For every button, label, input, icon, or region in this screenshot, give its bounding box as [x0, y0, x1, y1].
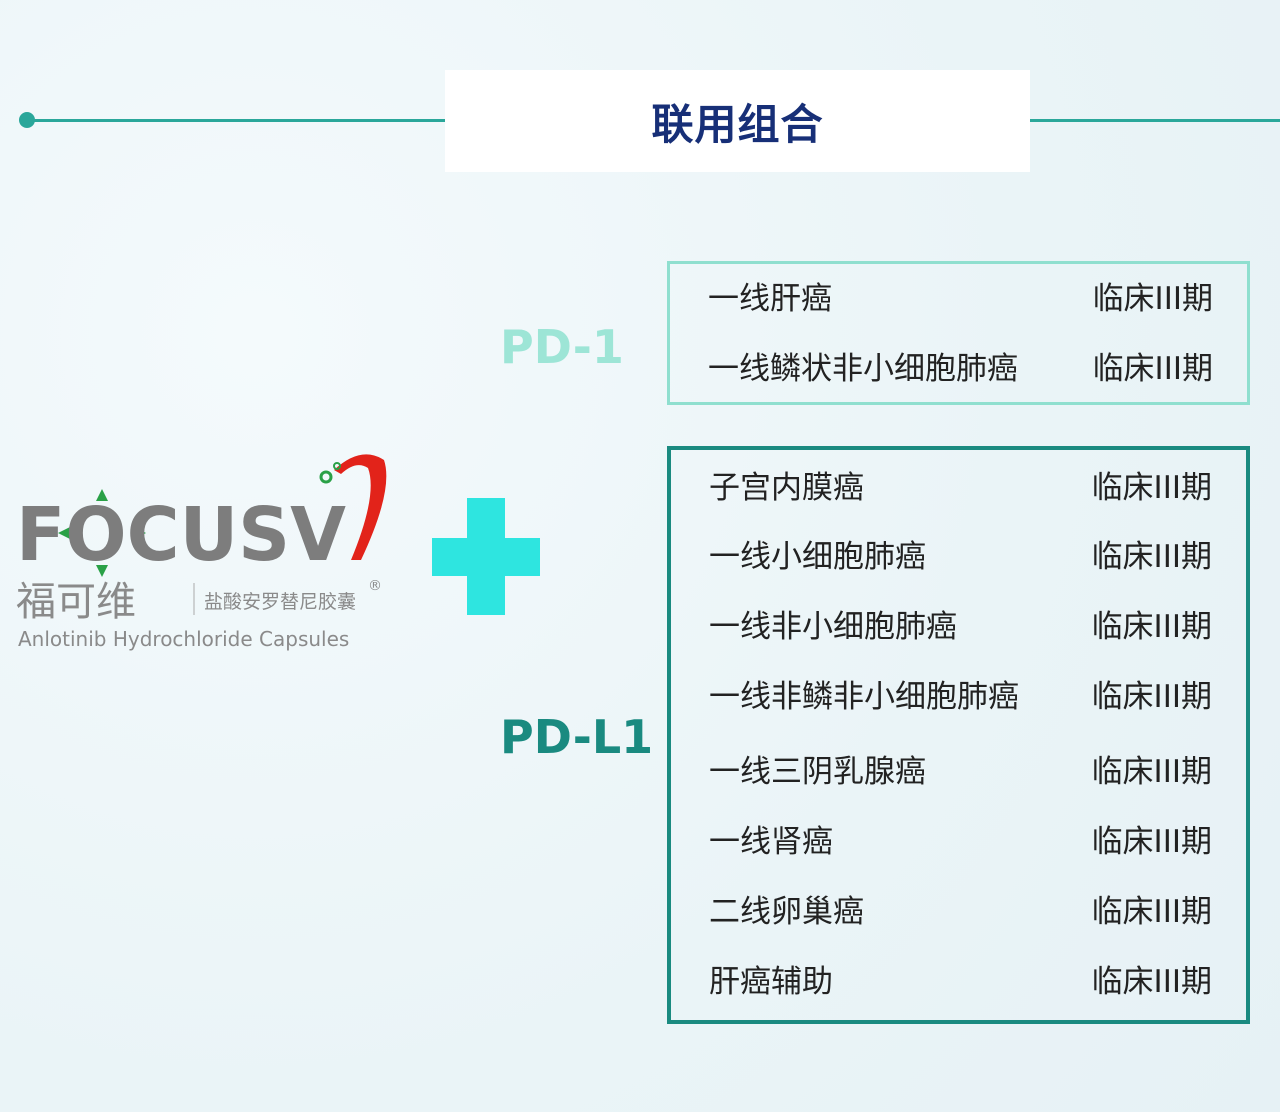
indication: 一线非小细胞肺癌 [709, 609, 957, 645]
table-row: 一线肝癌 临床III期 [708, 279, 1213, 319]
table-row: 二线卵巢癌 临床III期 [709, 892, 1212, 932]
header-line-right [1030, 119, 1280, 122]
logo-registered: ® [368, 578, 382, 594]
stage: 临床III期 [1091, 539, 1212, 575]
indication: 一线三阴乳腺癌 [709, 754, 926, 790]
logo-ribbon [334, 454, 387, 560]
stage: 临床III期 [1091, 894, 1212, 930]
indication: 一线鳞状非小细胞肺癌 [708, 351, 1018, 387]
indication: 二线卵巢癌 [709, 894, 864, 930]
stage: 临床III期 [1091, 679, 1212, 715]
indication: 子宫内膜癌 [709, 470, 864, 506]
pdl1-label: PD-L1 [500, 710, 654, 764]
stage: 临床III期 [1092, 351, 1213, 387]
pd1-box: 一线肝癌临床III期 一线鳞状非小细胞肺癌临床III期 [667, 261, 1250, 405]
table-row: 一线三阴乳腺癌 临床III期 [709, 752, 1212, 792]
table-row: 子宫内膜癌 临床III期 [709, 468, 1212, 508]
stage: 临床III期 [1091, 470, 1212, 506]
table-row: 一线肾癌 临床III期 [709, 822, 1212, 862]
indication: 一线小细胞肺癌 [709, 539, 926, 575]
stage: 临床III期 [1092, 281, 1213, 317]
table-row: 一线非鳞非小细胞肺癌 临床III期 [709, 677, 1212, 717]
indication: 一线肾癌 [709, 824, 833, 860]
table-row: 一线非小细胞肺癌 临床III期 [709, 607, 1212, 647]
logo-cn-name: 福可维 [16, 579, 136, 625]
table-row: 一线鳞状非小细胞肺癌 临床III期 [708, 349, 1213, 389]
logo-en-name: Anlotinib Hydrochloride Capsules [18, 627, 349, 651]
indication: 一线非鳞非小细胞肺癌 [709, 679, 1019, 715]
logo-brand: FOCUSV [16, 492, 346, 578]
stage: 临床III期 [1091, 824, 1212, 860]
stage: 临床III期 [1091, 609, 1212, 645]
pd1-label: PD-1 [500, 320, 624, 374]
logo-generic: 盐酸安罗替尼胶囊 [204, 591, 356, 613]
plus-icon-bar [432, 538, 540, 576]
stage: 临床III期 [1091, 964, 1212, 1000]
page-title: 联用组合 [651, 99, 824, 149]
indication: 肝癌辅助 [709, 964, 833, 1000]
title-box: 联用组合 [445, 70, 1030, 172]
indication: 一线肝癌 [708, 281, 832, 317]
table-row: 一线小细胞肺癌 临床III期 [709, 537, 1212, 577]
header-line-left [27, 119, 445, 122]
table-row: 肝癌辅助 临床III期 [709, 962, 1212, 1002]
stage: 临床III期 [1091, 754, 1212, 790]
pdl1-box: 子宫内膜癌临床III期一线小细胞肺癌临床III期一线非小细胞肺癌临床III期一线… [667, 446, 1250, 1024]
focusv-logo: FOCUSV 福可维 盐酸安罗替尼胶囊 ® Anlotinib Hydrochl… [16, 450, 396, 660]
